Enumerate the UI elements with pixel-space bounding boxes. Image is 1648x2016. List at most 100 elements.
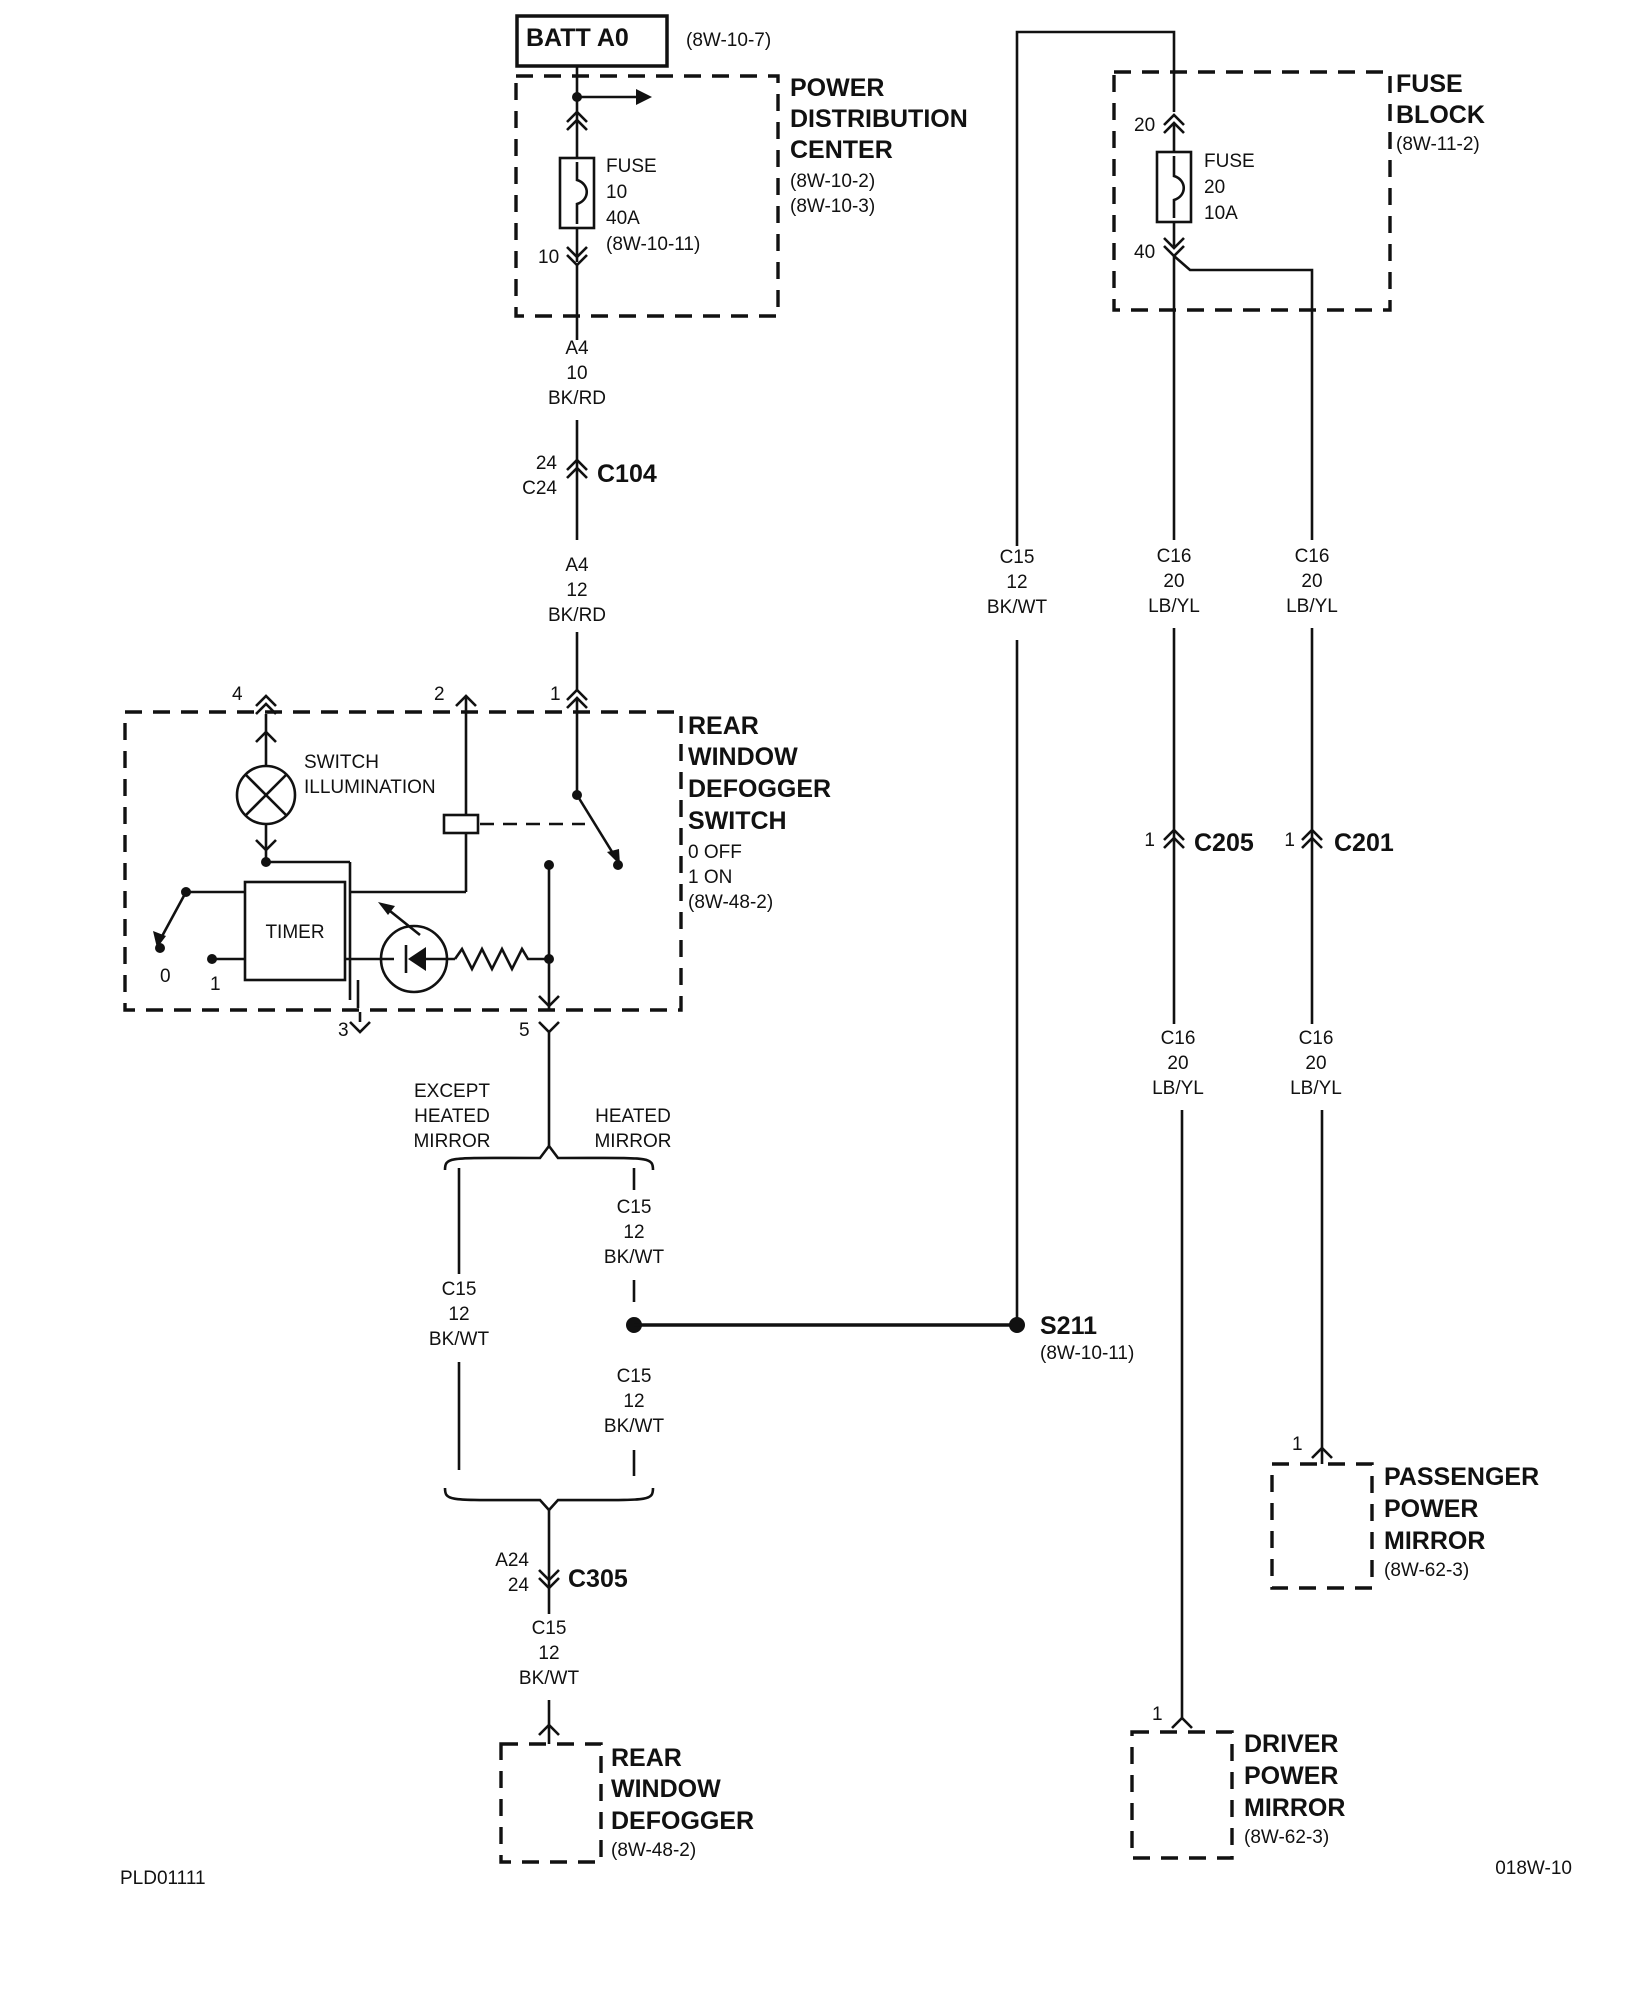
batt-a0-box [515,14,669,68]
wire-c15-top-color: BK/WT [987,597,1048,618]
switch-title-3: DEFOGGER [688,775,831,803]
passenger-mirror-pin: 1 [1292,1434,1303,1455]
connector-c205-icon [1163,828,1185,849]
wire-c15-heated-top-color: BK/WT [604,1247,665,1268]
fuse-block-ref: (8W-11-2) [1396,134,1480,155]
driver-mirror-outline [1130,1730,1234,1860]
passenger-mirror-title-1: PASSENGER [1384,1463,1539,1491]
switch-title-2: WINDOW [688,743,798,771]
connector-c201: 1 C201 [1284,828,1394,857]
wire-c15-defogger-circuit: C15 [532,1618,567,1639]
wire-c15-heated-bottom-gauge: 12 [623,1391,644,1412]
fuse-block-title-2: BLOCK [1396,101,1485,129]
driver-mirror-ref: (8W-62-3) [1244,1827,1329,1848]
pdc-title-3: CENTER [790,136,893,164]
defogger-title-2: WINDOW [611,1775,721,1803]
fuse-block-pin-top: 20 [1134,115,1155,136]
passenger-mirror-title-3: MIRROR [1384,1527,1485,1555]
branch-left-1: EXCEPT [414,1081,490,1102]
switch-ref: (8W-48-2) [688,892,773,913]
c104-name: C104 [597,460,657,488]
switch-pos-1: 1 [210,974,221,995]
fuse-block-title-1: FUSE [1396,70,1463,98]
pdc-fuse-amp: 40A [606,208,640,229]
wire-a4-bottom-circuit: A4 [565,555,589,576]
batt-a0-block: BATT A0 (8W-10-7) [515,14,771,68]
wire-a4-top-circuit: A4 [565,338,589,359]
fuse-block: FUSE BLOCK (8W-11-2) 20 FUSE 20 10A 40 [1112,70,1485,540]
branch-right-1: HEATED [595,1106,671,1127]
switch-pin-5: 5 [519,1020,530,1041]
wire-c16-b-top-gauge: 20 [1301,571,1322,592]
connector-c104-icon [566,458,588,479]
branch-left-3: MIRROR [413,1131,490,1152]
wire-c15-heated-top-gauge: 12 [623,1222,644,1243]
connector-c201-icon [1301,828,1323,849]
fuse-block-pin-bottom: 40 [1134,242,1155,263]
switch-pin-4: 4 [232,684,243,705]
wire-c15-defogger-color: BK/WT [519,1668,580,1689]
switch-pin-2: 2 [434,684,445,705]
wire-c16-a-bottom-color: LB/YL [1152,1078,1204,1099]
wire-c15-top-gauge: 12 [1006,572,1027,593]
power-distribution-center: POWER DISTRIBUTION CENTER (8W-10-2) (8W-… [514,66,968,318]
passenger-mirror-ref: (8W-62-3) [1384,1560,1469,1581]
c305-name: C305 [568,1565,628,1593]
wire-c15-except-color: BK/WT [429,1329,490,1350]
connector-c305-icon [538,1569,560,1590]
splice-s211: S211 (8W-10-11) [1009,1312,1134,1364]
pdc-title-1: POWER [790,74,884,102]
wire-c16-b-bottom-gauge: 20 [1305,1053,1326,1074]
passenger-mirror-title-2: POWER [1384,1495,1478,1523]
illum-label-1: SWITCH [304,752,379,773]
wire-c15-top-circuit: C15 [1000,547,1035,568]
c104-pin-b: C24 [522,478,557,499]
switch-title-4: SWITCH [688,807,787,835]
wire-c16-a-top-gauge: 20 [1163,571,1184,592]
timer-label: TIMER [265,922,324,943]
connector-c305: C305 A24 24 [495,1510,628,1614]
timer-box [243,880,347,982]
passenger-mirror-outline [1270,1462,1374,1590]
c201-pin: 1 [1284,830,1295,851]
defogger-ref: (8W-48-2) [611,1840,696,1861]
connector-c205: 1 C205 [1144,828,1254,857]
wire-c16-a-top-circuit: C16 [1157,546,1192,567]
merge-brace [443,1487,655,1512]
switch-title-1: REAR [688,712,759,740]
passenger-power-mirror: 1 PASSENGER POWER MIRROR (8W-62-3) [1270,1434,1539,1590]
driver-mirror-pin: 1 [1152,1704,1163,1725]
wire-c15-except-circuit: C15 [442,1279,477,1300]
wire-a4-top-color: BK/RD [548,388,606,409]
branch-right-2: MIRROR [594,1131,671,1152]
pdc-fuse-label: FUSE [606,156,657,177]
fuse-block-outline [1112,70,1392,312]
wire-c16-b-top-color: LB/YL [1286,596,1338,617]
connector-c104: C104 24 C24 [522,420,657,540]
branch-left-2: HEATED [414,1106,490,1127]
illum-label-2: ILLUMINATION [304,777,436,798]
wire-c16-b-top-circuit: C16 [1295,546,1330,567]
wire-a4-bottom-color: BK/RD [548,605,606,626]
c305-pin-b: 24 [508,1575,530,1596]
wire-c16-b-bottom-circuit: C16 [1299,1028,1334,1049]
driver-mirror-title-3: MIRROR [1244,1794,1345,1822]
pdc-ref-2: (8W-10-3) [790,196,875,217]
splice-s211-dot [1009,1317,1025,1333]
fb-fuse-amp: 10A [1204,203,1238,224]
s211-ref: (8W-10-11) [1040,1343,1134,1364]
wire-c15-defogger-gauge: 12 [538,1643,559,1664]
batt-a0-ref: (8W-10-7) [686,30,771,51]
pdc-pin-bottom: 10 [538,247,559,268]
rear-window-defogger-switch: REAR WINDOW DEFOGGER SWITCH 0 OFF 1 ON (… [123,684,831,1041]
wire-c16-a-top-color: LB/YL [1148,596,1200,617]
fb-fuse-num: 20 [1204,177,1225,198]
wire-c15-heated-top-circuit: C15 [617,1197,652,1218]
wire-c15-heated-bottom-circuit: C15 [617,1366,652,1387]
wire-c15-heated-bottom-color: BK/WT [604,1416,665,1437]
switch-pin-1: 1 [550,684,561,705]
switch-state-off: 0 OFF [688,842,742,863]
batt-a0-label: BATT A0 [526,24,629,52]
s211-name: S211 [1040,1312,1097,1340]
pdc-outline [514,74,780,318]
